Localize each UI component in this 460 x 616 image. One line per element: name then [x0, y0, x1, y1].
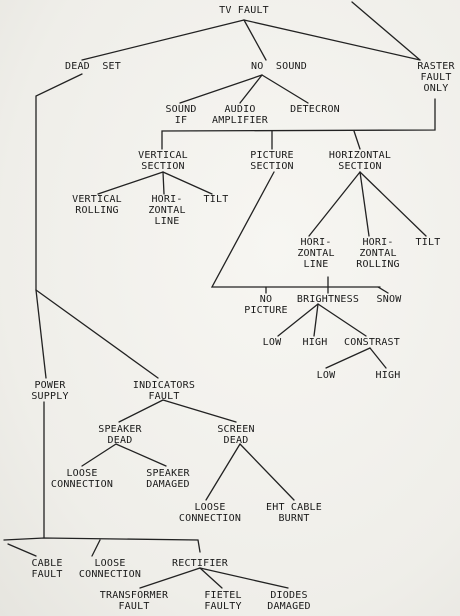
node-eht-cable-burnt: EHT CABLE BURNT: [266, 502, 322, 524]
edge-vsection-to-vrolling: [97, 171, 164, 195]
node-low-constrast: LOW: [316, 370, 336, 381]
node-picture-section: PICTURE SECTION: [250, 150, 294, 172]
node-power-supply: POWER SUPPLY: [31, 380, 69, 402]
node-raster-fault-only: RASTER FAULT ONLY: [417, 61, 455, 94]
node-horizontal-line-v: HORI- ZONTAL LINE: [148, 194, 186, 227]
edge-trunk-to-power: [35, 289, 47, 379]
node-high-brightness: HIGH: [302, 337, 328, 348]
edge-rectifier-to-transformer: [139, 567, 201, 589]
edge-root-to-raster: [243, 19, 421, 61]
edge-brightness-to-constrast: [317, 303, 367, 337]
node-fietel-faulty: FIETEL FAULTY: [204, 590, 242, 612]
edge-no-sound-to-detecron: [261, 74, 309, 104]
edge-raster-to-horizontal: [353, 130, 361, 150]
node-horizontal-rolling: HORI- ZONTAL ROLLING: [356, 237, 400, 270]
edge-screen-to-eht: [239, 443, 295, 501]
edge-hsection-to-hrolling: [359, 171, 370, 237]
node-sound-if: SOUND IF: [165, 104, 197, 126]
node-cable-fault: CABLE FAULT: [31, 558, 63, 580]
edge-hsection-to-tilt: [359, 171, 427, 237]
edge-no-sound-to-audio: [239, 74, 263, 104]
node-indicators-fault: INDICATORS FAULT: [132, 380, 196, 402]
node-vertical-rolling: VERTICAL ROLLING: [72, 194, 122, 216]
node-speaker-dead: SPEAKER DEAD: [98, 424, 142, 446]
edge-rectifier-to-diodes: [199, 567, 289, 589]
edge-power-to-loose: [91, 539, 101, 557]
node-brightness: BRIGHTNESS: [296, 294, 360, 305]
root-title: TV FAULT: [219, 5, 269, 16]
edge-trunk-to-indicators: [35, 289, 159, 379]
node-loose-connection-power: LOOSE CONNECTION: [78, 558, 142, 580]
node-horizontal-line-h: HORI- ZONTAL LINE: [297, 237, 335, 270]
node-dead-set: DEAD SET: [65, 61, 121, 72]
edge-root-corner: [351, 1, 421, 61]
edge-brightness-to-high: [313, 303, 319, 337]
edge-no-sound-to-sound-if: [179, 74, 263, 104]
edge-power-bracket: [3, 537, 201, 553]
edge-dead-set-trunk: [35, 73, 83, 291]
node-horizontal-section: HORIZONTAL SECTION: [328, 150, 392, 172]
edge-rectifier-to-fietel: [199, 567, 223, 589]
edge-speaker-to-damaged: [115, 443, 167, 467]
edge-raster-bracket: [161, 98, 436, 150]
edge-bar-to-snow: [377, 286, 389, 294]
node-low-brightness: LOW: [262, 337, 282, 348]
node-no-picture: NO PICTURE: [244, 294, 288, 316]
node-snow: SNOW: [376, 294, 402, 305]
node-constrast: CONSTRAST: [344, 337, 400, 348]
edge-root-to-dead-set: [81, 19, 245, 61]
edge-vsection-to-tilt: [162, 171, 213, 195]
node-no-sound: NO SOUND: [251, 61, 307, 72]
node-transformer-fault: TRANSFORMER FAULT: [99, 590, 169, 612]
node-high-constrast: HIGH: [375, 370, 401, 381]
node-audio-amplifier: AUDIO AMPLIFIER: [212, 104, 268, 126]
node-vertical-section: VERTICAL SECTION: [138, 150, 188, 172]
node-tilt-v: TILT: [203, 194, 229, 205]
node-detecron: DETECRON: [290, 104, 340, 115]
edge-root-to-no-sound: [243, 19, 267, 61]
edge-brightness-to-low: [277, 303, 319, 337]
edge-vsection-to-hline: [162, 171, 165, 195]
edge-indicators-to-screen: [162, 399, 237, 423]
node-screen-dead: SCREEN DEAD: [217, 424, 255, 446]
edge-screen-to-loose: [205, 443, 241, 501]
node-diodes-damaged: DIODES DAMAGED: [267, 590, 311, 612]
edge-indicators-to-speaker: [118, 399, 164, 423]
node-speaker-damaged: SPEAKER DAMAGED: [146, 468, 190, 490]
edge-constrast-to-low: [325, 347, 371, 369]
node-tilt-h: TILT: [415, 237, 441, 248]
edge-power-to-cable: [7, 543, 37, 557]
edge-speaker-to-loose: [81, 443, 117, 467]
edge-hsection-to-hline: [308, 171, 361, 237]
node-rectifier: RECTIFIER: [172, 558, 228, 569]
node-loose-connection-screen: LOOSE CONNECTION: [178, 502, 242, 524]
edge-picture-to-bar: [210, 171, 381, 288]
edge-constrast-to-high: [369, 347, 387, 369]
node-loose-connection-speaker: LOOSE CONNECTION: [50, 468, 114, 490]
